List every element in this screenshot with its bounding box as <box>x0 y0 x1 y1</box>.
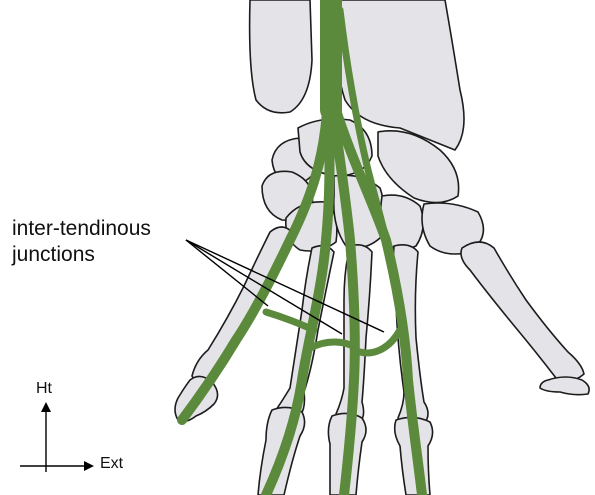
metacarpal-thumb <box>461 242 584 381</box>
annotation-label: inter-tendinous junctions <box>12 216 151 268</box>
ulna-bone <box>250 0 312 113</box>
phalanx-thumb <box>540 377 589 395</box>
annotation-label-line2: junctions <box>12 242 151 268</box>
vertical-axis-arrowhead <box>41 402 51 412</box>
annotation-label-line1: inter-tendinous <box>12 216 151 242</box>
junction-ring-middle <box>310 342 356 348</box>
vertical-axis-label: Ht <box>36 380 52 398</box>
phalanx-bones <box>175 376 589 495</box>
horizontal-axis-arrowhead <box>84 461 94 471</box>
orientation-axes <box>20 402 94 472</box>
horizontal-axis-label: Ext <box>100 455 123 473</box>
